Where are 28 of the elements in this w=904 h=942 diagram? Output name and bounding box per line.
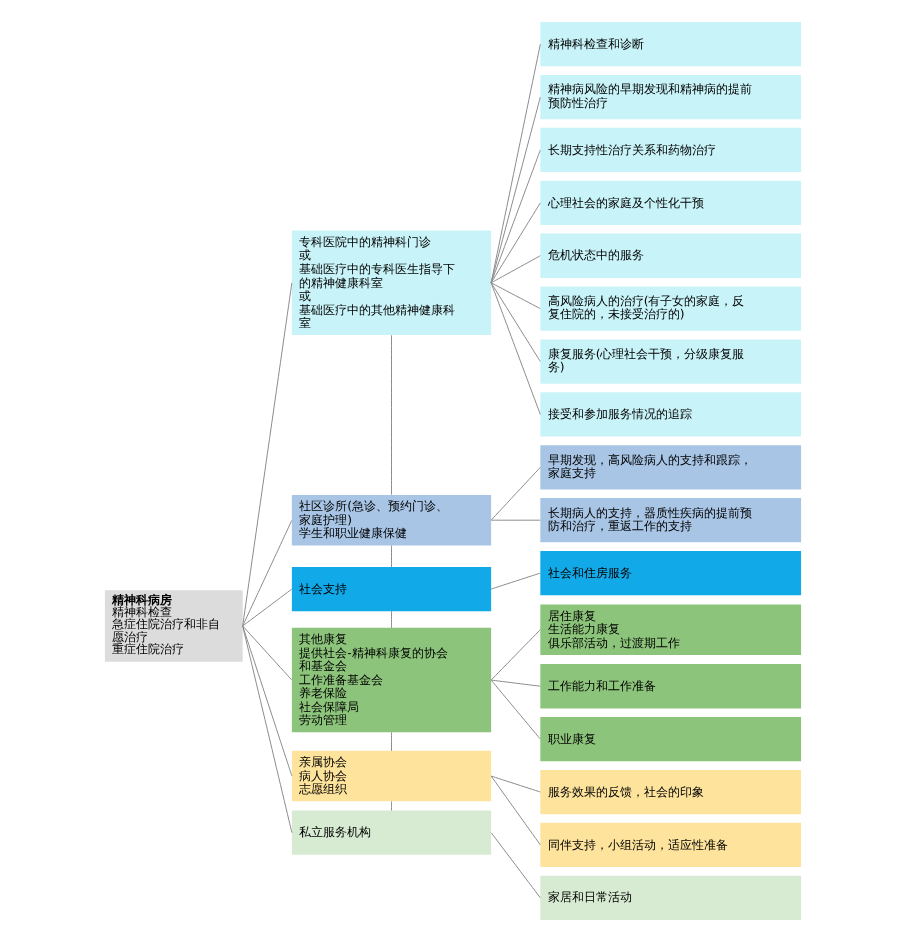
connector — [489, 832, 540, 899]
connector — [241, 282, 292, 627]
connector — [489, 149, 540, 284]
connector — [390, 610, 391, 629]
connector — [489, 202, 540, 284]
connector — [489, 679, 540, 687]
connector — [241, 625, 292, 777]
connector — [489, 43, 540, 284]
connector — [489, 572, 540, 590]
connector — [489, 282, 540, 362]
connector — [241, 588, 292, 627]
connector — [390, 544, 391, 568]
connector — [489, 629, 540, 681]
connector — [241, 625, 292, 681]
connector — [390, 731, 391, 752]
connector — [241, 625, 292, 834]
connector — [489, 96, 540, 284]
connector — [489, 519, 540, 521]
connector — [489, 775, 540, 846]
connector — [489, 282, 540, 415]
connector — [390, 800, 391, 811]
connector — [489, 775, 540, 793]
connector — [241, 519, 292, 627]
connector — [390, 334, 391, 496]
connector — [489, 466, 540, 521]
connector — [489, 679, 540, 740]
connector — [489, 282, 540, 310]
connector — [489, 255, 540, 284]
